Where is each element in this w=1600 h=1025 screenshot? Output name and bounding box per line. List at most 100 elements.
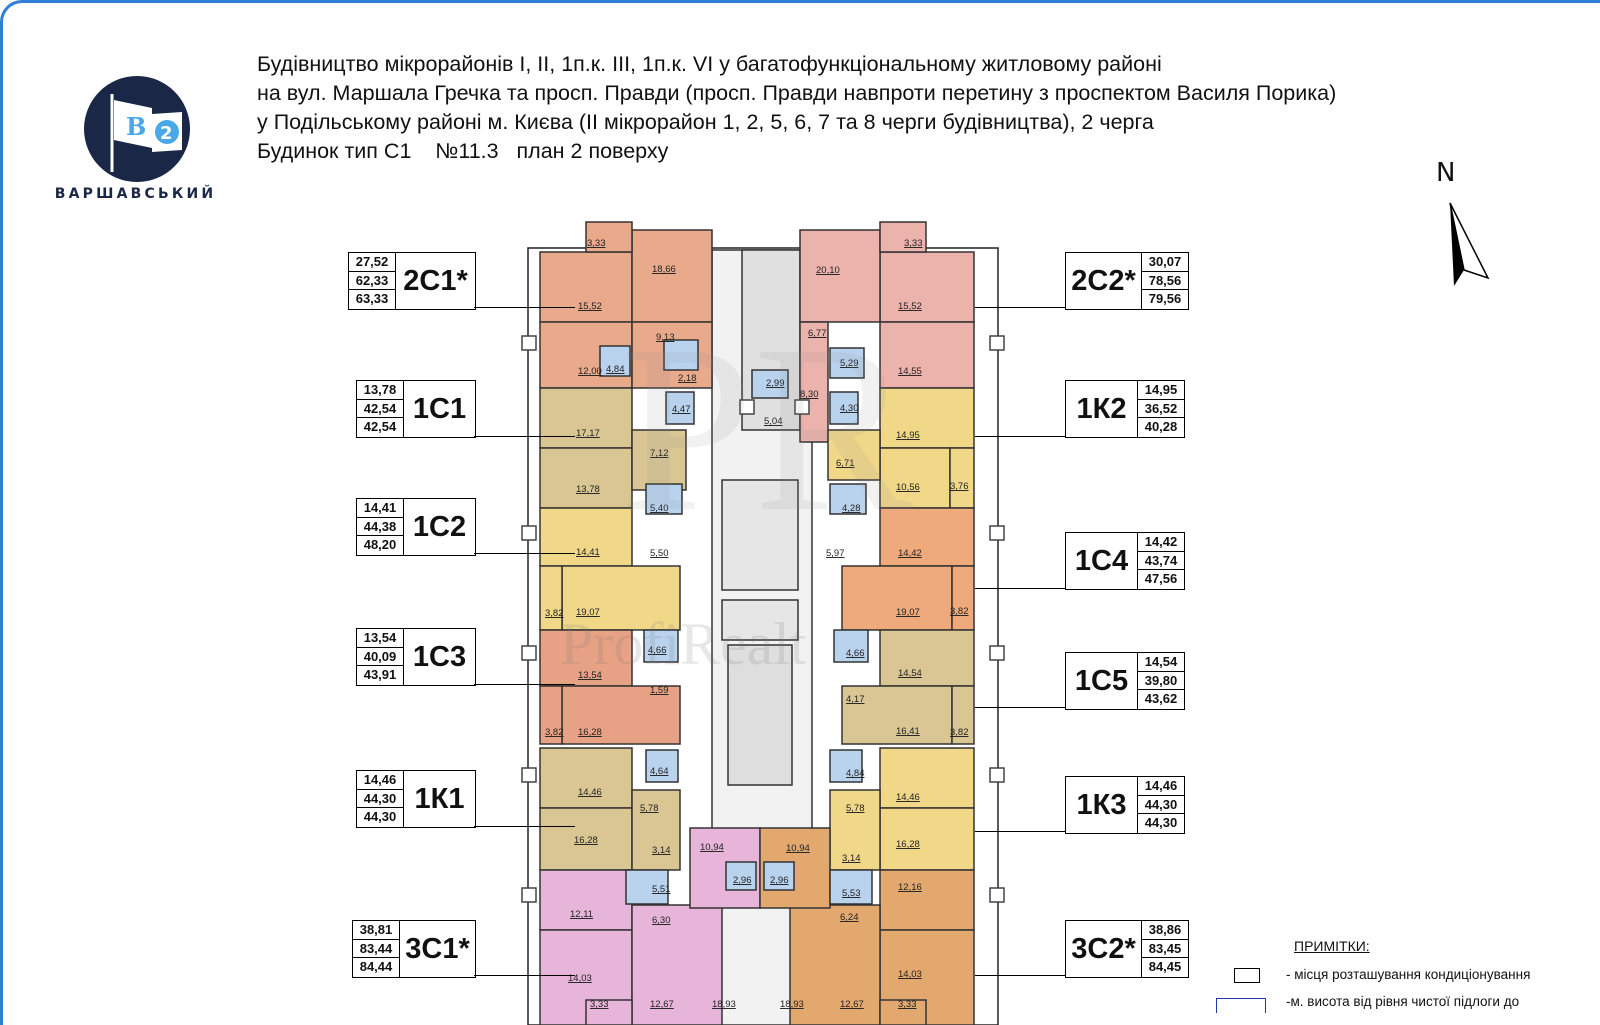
room-area-label: 4,66 bbox=[648, 645, 667, 656]
room-area-label: 14,03 bbox=[898, 969, 922, 980]
room-area-label: 5,04 bbox=[764, 416, 783, 427]
living-area: 27,52 bbox=[349, 253, 395, 272]
room-area-label: 18,93 bbox=[712, 999, 736, 1010]
room-area-label: 10,56 bbox=[896, 482, 920, 493]
room-area-label: 14,55 bbox=[898, 366, 922, 377]
room-area-label: 4,47 bbox=[672, 404, 691, 415]
north-arrow-icon bbox=[1449, 202, 1490, 286]
room bbox=[879, 869, 975, 931]
room bbox=[631, 789, 681, 871]
living-area: 13,54 bbox=[357, 629, 403, 648]
room-area-label: 19,07 bbox=[576, 607, 600, 618]
leader-line bbox=[975, 588, 1065, 589]
bathroom bbox=[833, 629, 869, 663]
room-area-label: 9,13 bbox=[656, 332, 675, 343]
leader-line bbox=[975, 975, 1065, 976]
room-area-label: 3,14 bbox=[652, 845, 671, 856]
room bbox=[539, 685, 563, 745]
title-line: Будівництво мікрорайонів І, ІІ, 1п.к. ІІ… bbox=[257, 52, 1162, 76]
room-area-label: 2,96 bbox=[770, 875, 789, 886]
room-area-label: 2,18 bbox=[678, 373, 697, 384]
ac-unit-mark bbox=[521, 335, 537, 351]
room bbox=[879, 747, 975, 809]
ac-unit-mark bbox=[521, 767, 537, 783]
room bbox=[879, 447, 951, 509]
room-area-label: 3,82 bbox=[545, 727, 564, 738]
living-area: 13,78 bbox=[357, 381, 403, 400]
room-area-label: 14,95 bbox=[896, 430, 920, 441]
total-area: 62,33 bbox=[349, 272, 395, 291]
apartment-code: 2С1* bbox=[403, 264, 468, 297]
room-area-label: 5,40 bbox=[650, 503, 669, 514]
total-area-with-balcony: 43,62 bbox=[1144, 691, 1178, 707]
room-area-label: 12,00 bbox=[578, 366, 602, 377]
room bbox=[841, 565, 953, 631]
room bbox=[539, 869, 633, 931]
room-area-label: 13,54 bbox=[578, 670, 602, 681]
room-area-label: 15,52 bbox=[898, 301, 922, 312]
bathroom bbox=[625, 869, 669, 905]
apartment-code: 1С5 bbox=[1074, 664, 1129, 697]
room bbox=[879, 629, 975, 687]
room-area-label: 13,78 bbox=[576, 484, 600, 495]
room-area-label: 6,77 bbox=[808, 328, 827, 339]
room-area-label: 4,66 bbox=[846, 648, 865, 659]
note-height: -м. висота від рівня чистої підлоги до bbox=[1286, 994, 1520, 1009]
room bbox=[879, 999, 927, 1025]
room-area-label: 5,78 bbox=[640, 803, 659, 814]
plan-title: Будівництво мікрорайонів І, ІІ, 1п.к. ІІ… bbox=[257, 50, 1336, 166]
total-area-with-balcony: 40,28 bbox=[1144, 419, 1178, 435]
leader-line bbox=[975, 707, 1065, 708]
room bbox=[879, 221, 927, 253]
room bbox=[789, 904, 881, 1025]
room-area-label: 12,16 bbox=[898, 882, 922, 893]
bathroom bbox=[643, 629, 679, 663]
notes-title: ПРИМІТКИ: bbox=[1294, 938, 1370, 954]
logo: B 2 ВАРШАВСЬКИЙ bbox=[48, 72, 218, 212]
room bbox=[799, 321, 829, 443]
leader-line bbox=[474, 975, 575, 976]
living-area: 14,46 bbox=[357, 771, 403, 790]
room bbox=[951, 565, 975, 631]
room-area-label: 4,64 bbox=[650, 766, 669, 777]
total-area: 44,30 bbox=[357, 790, 403, 809]
bathroom bbox=[829, 749, 863, 783]
room-area-label: 14,41 bbox=[576, 547, 600, 558]
living-area: 30,07 bbox=[1142, 253, 1188, 272]
logo-letter: B bbox=[126, 112, 146, 141]
room bbox=[631, 904, 723, 1025]
room-area-label: 10,94 bbox=[700, 842, 724, 853]
total-area: 44,38 bbox=[357, 518, 403, 537]
room-area-label: 4,84 bbox=[606, 364, 625, 375]
ac-unit-mark bbox=[521, 887, 537, 903]
bathroom bbox=[665, 391, 695, 425]
room-area-label: 19,07 bbox=[896, 607, 920, 618]
room bbox=[539, 807, 633, 871]
total-area: 42,54 bbox=[357, 400, 403, 419]
room bbox=[827, 429, 881, 481]
ac-unit-mark bbox=[521, 645, 537, 661]
room-area-label: 20,10 bbox=[816, 265, 840, 276]
total-area-with-balcony: 44,30 bbox=[1144, 815, 1178, 831]
room-area-label: 5,51 bbox=[652, 884, 671, 895]
notes: ПРИМІТКИ: - місця розташування кондиціон… bbox=[1216, 938, 1600, 1025]
leader-line bbox=[975, 831, 1065, 832]
room-area-label: 5,29 bbox=[840, 358, 859, 369]
bathroom bbox=[763, 861, 795, 891]
room bbox=[951, 685, 975, 745]
room-area-label: 5,50 bbox=[650, 548, 669, 559]
title-line: на вул. Маршала Гречка та просп. Правди … bbox=[257, 81, 1337, 105]
bathroom bbox=[725, 861, 757, 891]
room-area-label: 16,28 bbox=[574, 835, 598, 846]
room-area-label: 8,30 bbox=[800, 389, 819, 400]
